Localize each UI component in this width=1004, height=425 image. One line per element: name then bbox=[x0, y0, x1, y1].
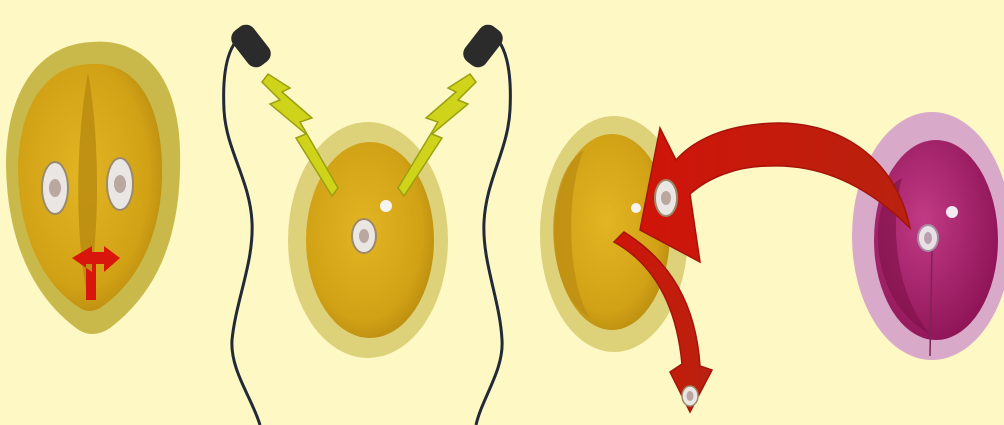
nucleus-icon bbox=[918, 225, 938, 251]
nucleus-icon bbox=[107, 158, 133, 210]
polar-body bbox=[380, 200, 392, 212]
polar-body bbox=[631, 203, 641, 213]
nucleus-icon bbox=[42, 162, 68, 214]
nucleus-icon bbox=[682, 386, 698, 406]
polar-body bbox=[946, 206, 958, 218]
nucleus-icon bbox=[655, 180, 677, 216]
nucleus-icon bbox=[352, 219, 376, 253]
